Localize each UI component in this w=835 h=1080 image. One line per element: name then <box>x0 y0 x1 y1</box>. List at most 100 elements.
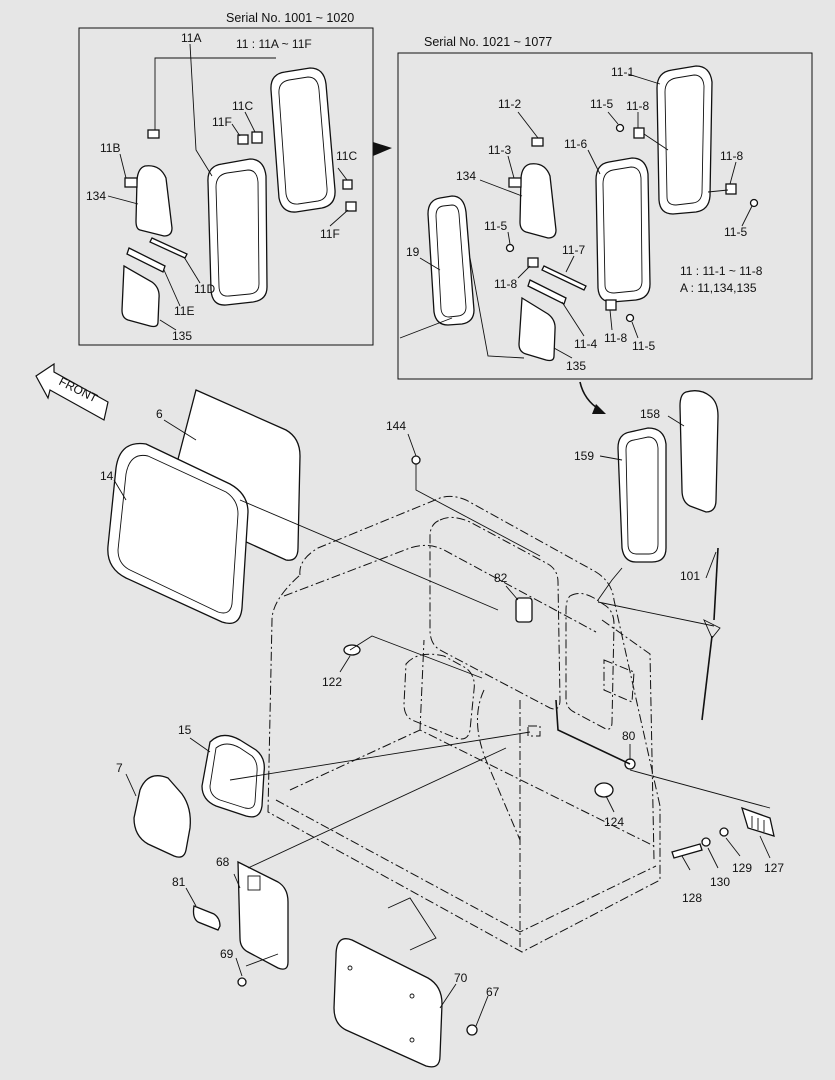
label-101: 101 <box>680 569 700 583</box>
left-panel-note: 11 : 11A ~ 11F <box>236 37 312 51</box>
label-11E: 11E <box>174 304 194 318</box>
panel-arrow <box>373 142 392 156</box>
label-127: 127 <box>764 861 784 875</box>
right-rail-11-4 <box>527 279 567 305</box>
left-clip-11C-top <box>251 131 263 144</box>
left-clip-11C-right <box>342 179 353 190</box>
label-11-5-mid: 11-5 <box>484 219 507 233</box>
label-11-8-bottom: 11-8 <box>604 331 627 345</box>
label-19: 19 <box>406 245 420 259</box>
left-window-frame-lower <box>207 158 268 306</box>
label-11-7: 11-7 <box>562 243 585 257</box>
part-158-glass <box>679 390 719 513</box>
label-69: 69 <box>220 947 234 961</box>
label-11C-top: 11C <box>232 99 253 113</box>
left-clip-top <box>147 129 160 139</box>
label-70: 70 <box>454 971 468 985</box>
right-window-frame-11-6 <box>595 157 651 303</box>
label-158: 158 <box>640 407 660 421</box>
label-11B: 11B <box>100 141 120 155</box>
label-11F-bottom: 11F <box>320 227 340 241</box>
right-rail-11-7 <box>541 265 587 291</box>
part-128-bolt <box>671 843 703 859</box>
label-11-3: 11-3 <box>488 143 511 157</box>
right-panel-note-1: 11 : 11-1 ~ 11-8 <box>680 264 763 278</box>
label-7: 7 <box>116 761 123 775</box>
cab-body <box>267 495 661 953</box>
left-rail-11E <box>126 247 166 273</box>
right-screw-11-5-mid <box>505 243 515 253</box>
label-11-5-right: 11-5 <box>724 225 747 239</box>
label-11-8-top: 11-8 <box>626 99 649 113</box>
label-11A: 11A <box>181 31 201 45</box>
right-clip-11-8-right <box>725 183 737 195</box>
part-144-grommet <box>411 455 421 465</box>
left-clip-11F-top <box>237 134 249 145</box>
label-82: 82 <box>494 571 508 585</box>
label-11-2: 11-2 <box>498 97 521 111</box>
right-panel-title: Serial No. 1021 ~ 1077 <box>424 35 552 49</box>
right-latch-11-3 <box>508 177 522 188</box>
left-latch-11B <box>124 177 138 188</box>
part-69-screw <box>237 977 247 987</box>
label-144: 144 <box>386 419 406 433</box>
label-11F-top: 11F <box>212 115 232 129</box>
right-screw-11-5-top <box>615 123 625 133</box>
label-135-right: 135 <box>566 359 586 373</box>
label-11-1: 11-1 <box>611 65 634 79</box>
right-panel-note-2: A : 11,134,135 <box>680 281 757 295</box>
part-67-bolt <box>466 1024 478 1036</box>
part-122-grommet <box>343 644 361 656</box>
part-70-rear-cover <box>333 938 443 1068</box>
label-11-8-right: 11-8 <box>720 149 743 163</box>
left-panel-title: Serial No. 1001 ~ 1020 <box>226 11 354 25</box>
label-124: 124 <box>604 815 624 829</box>
part-7-glass <box>133 775 191 858</box>
label-11-6: 11-6 <box>564 137 587 151</box>
part-130-washer <box>701 837 711 847</box>
label-11-8-mid: 11-8 <box>494 277 517 291</box>
right-window-frame-19 <box>427 195 475 326</box>
right-inset-panel: Serial No. 1021 ~ 1077 11 : 11-1 ~ 11-8 … <box>397 35 813 380</box>
label-129: 129 <box>732 861 752 875</box>
label-6: 6 <box>156 407 163 421</box>
left-clip-11F-bottom <box>345 201 357 212</box>
label-67: 67 <box>486 985 500 999</box>
right-screw-11-5-bottom <box>625 313 635 323</box>
label-11-5-bottom: 11-5 <box>632 339 655 353</box>
label-68: 68 <box>216 855 230 869</box>
label-128: 128 <box>682 891 702 905</box>
part-81-pad <box>192 905 221 931</box>
right-glass-134 <box>519 163 557 239</box>
label-11D: 11D <box>194 282 215 296</box>
part-101-antenna <box>701 547 721 721</box>
front-direction-arrow: FRONT <box>35 362 109 421</box>
left-rail-11D <box>149 237 188 259</box>
label-11-4: 11-4 <box>574 337 597 351</box>
left-glass-134 <box>135 165 173 237</box>
right-window-frame-11-1 <box>656 65 713 215</box>
part-15-window-frame <box>201 734 265 818</box>
label-130: 130 <box>710 875 730 889</box>
part-159-window-frame <box>617 427 667 563</box>
label-80: 80 <box>622 729 636 743</box>
label-135-left: 135 <box>172 329 192 343</box>
right-glass-135 <box>518 296 556 362</box>
part-82-pad <box>515 597 533 623</box>
part-68-cover-plate <box>237 860 289 970</box>
label-11C-right: 11C <box>336 149 357 163</box>
left-glass-135 <box>121 264 160 328</box>
part-124-grommet <box>594 782 614 798</box>
label-81: 81 <box>172 875 186 889</box>
part-14-window-frame <box>107 442 249 625</box>
right-clip-11-8-mid <box>527 257 539 268</box>
label-159: 159 <box>574 449 594 463</box>
right-screw-11-5-right <box>749 198 759 208</box>
left-window-frame-upper <box>270 67 336 213</box>
label-11-5-top: 11-5 <box>590 97 613 111</box>
left-inset-panel: Serial No. 1001 ~ 1020 11 : 11A ~ 11F <box>78 11 374 346</box>
right-clip-11-8-top <box>633 127 645 139</box>
part-129-washer <box>719 827 729 837</box>
right-clip-11-2 <box>531 137 544 147</box>
